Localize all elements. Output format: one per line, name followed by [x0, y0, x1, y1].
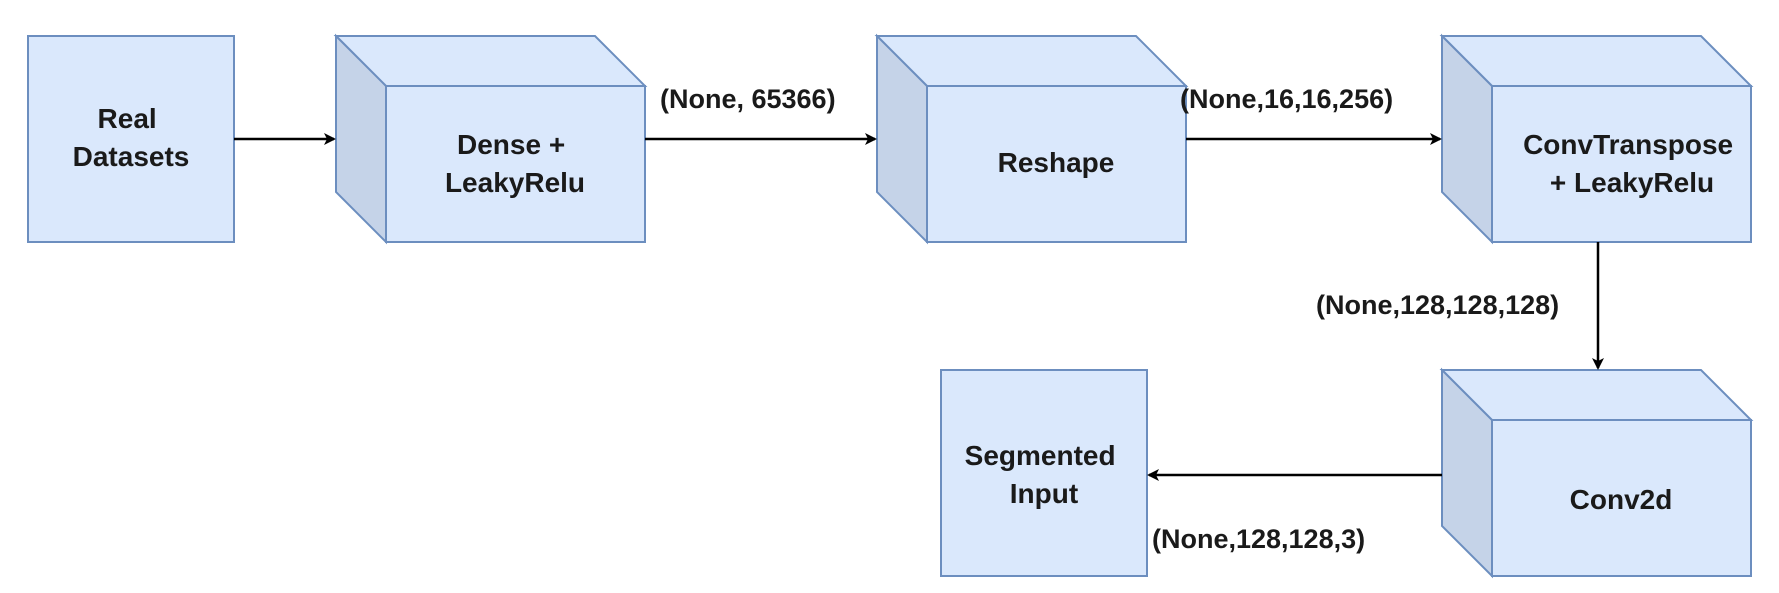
node-convtranspose-leakyrelu: ConvTranspose + LeakyRelu: [1439, 33, 1754, 245]
node-real-datasets-line2: Datasets: [73, 141, 190, 172]
node-dense-leakyrelu: Dense + LeakyRelu: [333, 33, 648, 245]
node-real-datasets: Real Datasets: [27, 35, 235, 243]
node-reshape: Reshape: [874, 33, 1189, 245]
node-convtranspose-line1: ConvTranspose: [1523, 129, 1733, 160]
node-convtranspose-line2: + LeakyRelu: [1550, 167, 1714, 198]
edge-label-conv2d-to-segmented: (None,128,128,3): [1152, 524, 1365, 554]
svg-text:Conv2d: Conv2d: [1570, 484, 1673, 515]
edge-label-convtranspose-to-conv2d: (None,128,128,128): [1316, 290, 1559, 320]
node-conv2d: Conv2d: [1439, 367, 1754, 579]
node-segmented-line2: Input: [1010, 478, 1078, 509]
node-real-datasets-line1: Real: [98, 103, 157, 134]
svg-text:ConvTranspose + LeakyRel: ConvTranspose + LeakyRelu: [1523, 129, 1741, 198]
node-dense-line1: Dense +: [457, 129, 565, 160]
svg-text:Real Datasets: Real Datasets: [73, 103, 190, 172]
node-conv2d-line1: Conv2d: [1570, 484, 1673, 515]
svg-text:Reshape: Reshape: [998, 147, 1115, 178]
edge-label-dense-to-reshape: (None, 65366): [660, 84, 836, 114]
node-segmented-line1: Segmented: [965, 440, 1116, 471]
node-segmented-input: Segmented Input: [940, 369, 1148, 577]
node-reshape-line1: Reshape: [998, 147, 1115, 178]
svg-text:Dense + LeakyRelu: Dense + LeakyRelu: [445, 129, 585, 198]
edge-label-reshape-to-convtranspose: (None,16,16,256): [1180, 84, 1393, 114]
node-dense-line2: LeakyRelu: [445, 167, 585, 198]
svg-text:Segmented Input: Segmented Input: [965, 440, 1124, 509]
